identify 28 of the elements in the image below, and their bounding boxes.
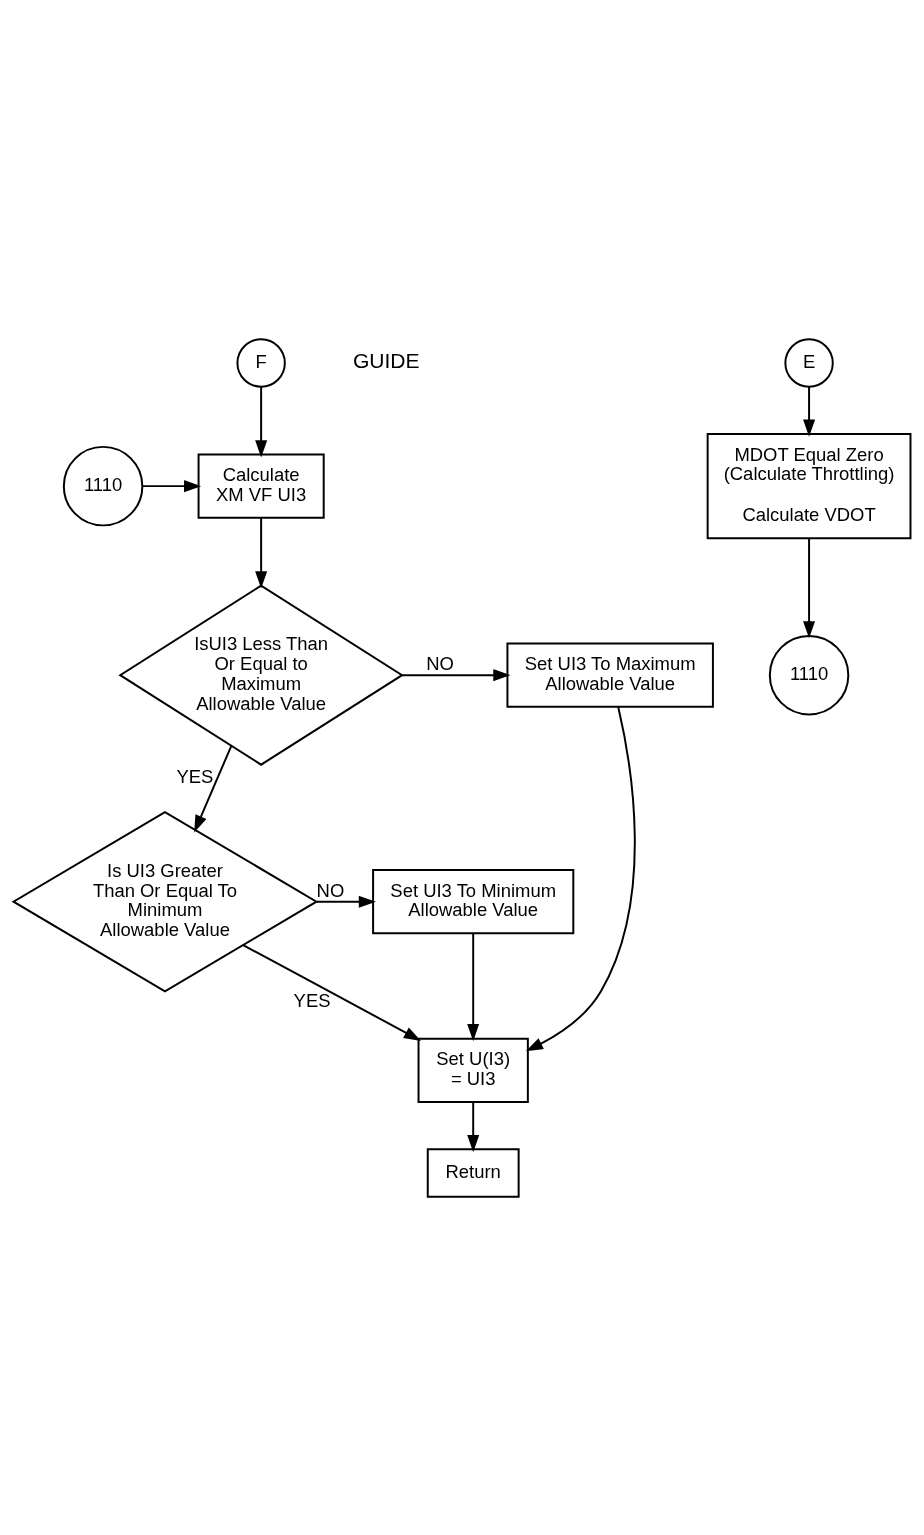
- node-box: Set UI3 To Maximum Allowable Value: [506, 642, 714, 708]
- node-diamond: IsUI3 Less Than Or Equal to Maximum Allowable Value: [118, 583, 404, 766]
- edge-label: YES: [293, 989, 331, 1011]
- edge-label: NO: [316, 879, 345, 901]
- node-box: Return: [426, 1147, 520, 1198]
- arrow: [315, 895, 376, 908]
- arrow: [141, 479, 202, 492]
- node-box: MDOT Equal Zero (Calculate Throttling) Calculate VDOT: [706, 432, 912, 539]
- arrow: [467, 1100, 480, 1152]
- edge-label: YES: [176, 765, 214, 787]
- node-circle: 1110: [768, 634, 850, 715]
- arrow: [401, 668, 511, 681]
- edge-label: NO: [426, 652, 454, 674]
- label: GUIDE: [352, 348, 420, 372]
- arrow: [525, 705, 636, 1051]
- arrow: [242, 943, 422, 1041]
- arrow: [803, 536, 816, 638]
- node-box: Set U(I3) = UI3: [417, 1037, 529, 1103]
- node-circle: E: [784, 337, 834, 388]
- arrow: [255, 385, 268, 457]
- arrow: [467, 931, 480, 1041]
- arrow: [194, 744, 233, 832]
- arrow: [255, 516, 268, 588]
- node-circle: 1110: [62, 445, 144, 526]
- node-box: Set UI3 To Minimum Allowable Value: [372, 868, 575, 934]
- node-circle: F: [236, 337, 286, 388]
- node-box: Calculate XM VF UI3: [197, 453, 325, 519]
- arrow: [803, 385, 816, 437]
